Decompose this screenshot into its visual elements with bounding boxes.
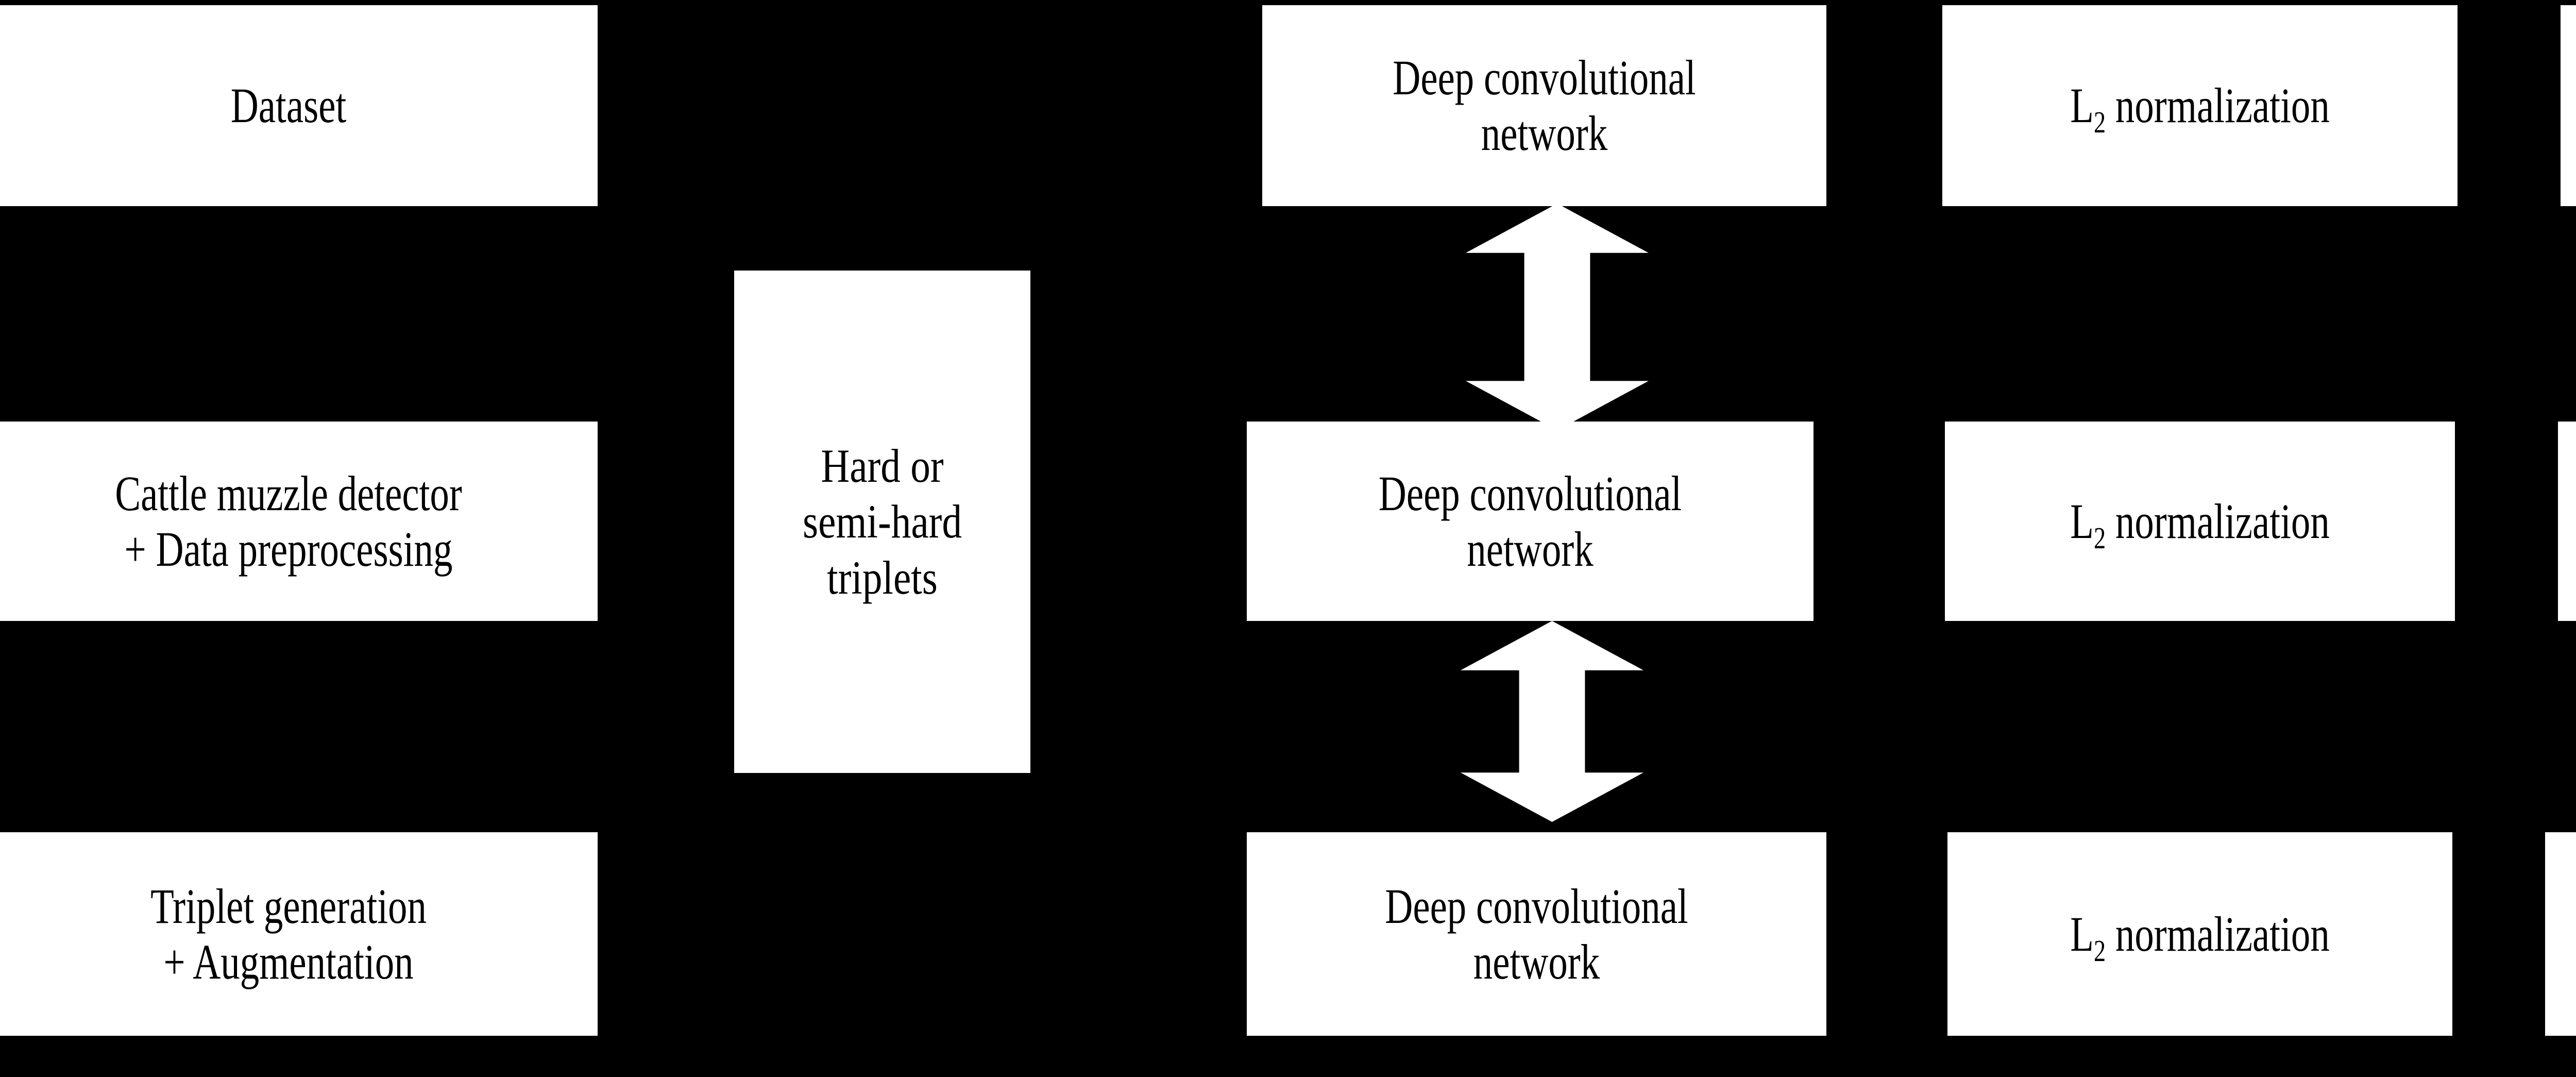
l2-suffix: normalization xyxy=(2106,493,2330,549)
node-deep-convolutional-network-middle-label: Deep convolutional network xyxy=(1378,465,1682,577)
node-deep-convolutional-network-middle: Deep convolutional network xyxy=(1247,422,1814,621)
node-l2-normalization-bottom: L2 normalization xyxy=(1947,832,2452,1036)
double-vertical-arrow-icon-bottom xyxy=(1461,621,1643,822)
l2-subscript: 2 xyxy=(2093,520,2106,555)
node-l2-normalization-top-label: L2 normalization xyxy=(1999,78,2401,138)
node-dataset: Dataset xyxy=(0,5,598,206)
node-deep-convolutional-network-top-label: Deep convolutional network xyxy=(1393,50,1696,161)
node-l2-normalization-top: L2 normalization xyxy=(1942,5,2458,206)
node-triplet-generation-label: Triplet generation + Augmentation xyxy=(150,878,427,989)
node-cattle-muzzle-detector-label: Cattle muzzle detector + Data preprocess… xyxy=(115,465,462,577)
l2-suffix: normalization xyxy=(2106,906,2330,962)
l2-prefix: L xyxy=(2070,78,2094,133)
l2-subscript: 2 xyxy=(2093,105,2106,140)
node-hard-or-semi-hard-triplets-label: Hard or semi-hard triplets xyxy=(802,439,962,604)
l2-prefix: L xyxy=(2070,906,2094,962)
l2-suffix: normalization xyxy=(2106,78,2330,133)
l2-subscript: 2 xyxy=(2093,933,2106,968)
node-hard-or-semi-hard-triplets: Hard or semi-hard triplets xyxy=(734,271,1030,773)
node-cattle-muzzle-detector: Cattle muzzle detector + Data preprocess… xyxy=(0,422,598,621)
node-feature-embedding-vector-top: Feature embedding vector xyxy=(2561,5,2576,206)
node-deep-convolutional-network-bottom-label: Deep convolutional network xyxy=(1385,878,1688,989)
node-feature-embedding-vector-middle: Feature embedding vector xyxy=(2558,422,2576,621)
node-dataset-label: Dataset xyxy=(230,78,347,133)
node-deep-convolutional-network-top: Deep convolutional network xyxy=(1262,5,1826,206)
node-feature-embedding-vector-bottom: Feature embedding vector xyxy=(2545,832,2576,1036)
double-vertical-arrow-icon-top xyxy=(1466,204,1649,430)
node-deep-convolutional-network-bottom: Deep convolutional network xyxy=(1247,832,1826,1036)
node-l2-normalization-middle: L2 normalization xyxy=(1945,422,2455,621)
node-l2-normalization-middle-label: L2 normalization xyxy=(2001,493,2399,553)
l2-prefix: L xyxy=(2070,493,2094,549)
node-triplet-generation: Triplet generation + Augmentation xyxy=(0,832,598,1036)
node-l2-normalization-bottom-label: L2 normalization xyxy=(2003,906,2397,966)
